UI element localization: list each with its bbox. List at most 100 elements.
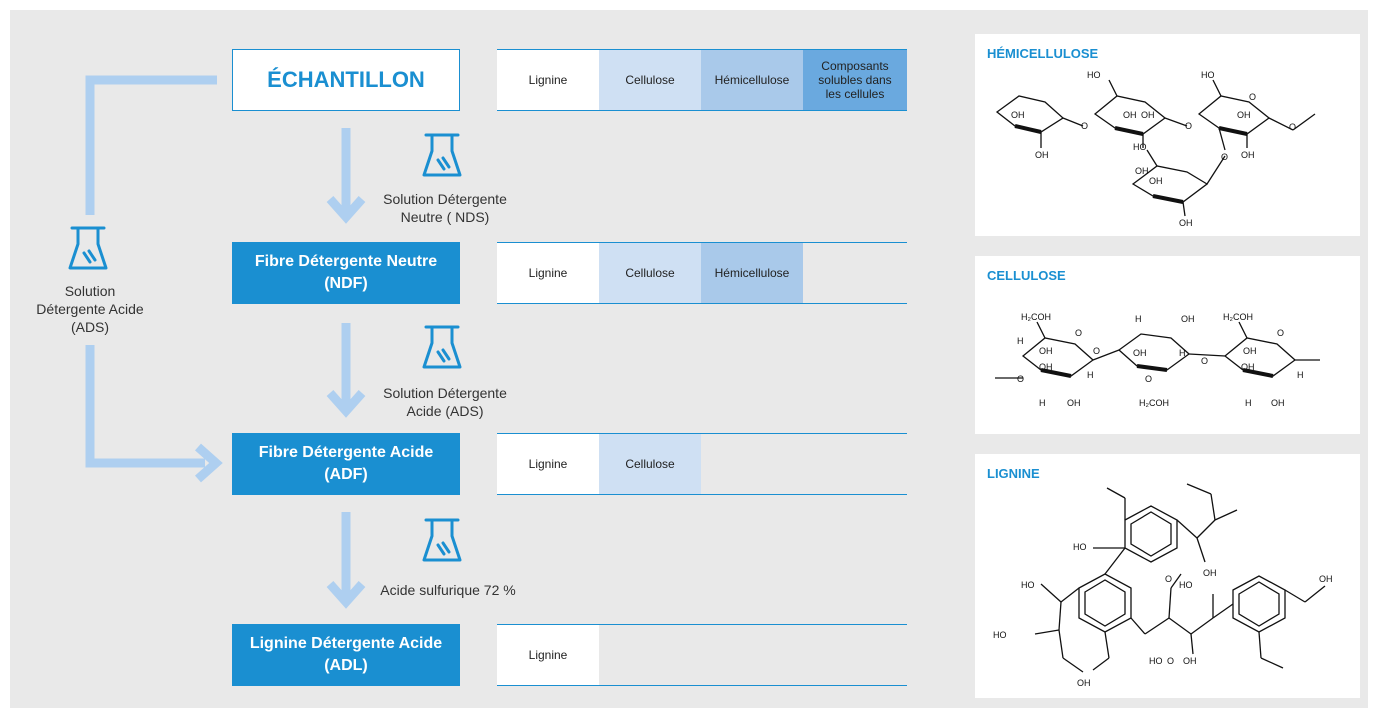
- hemicellulose-structure-drawing: OH OH O HO OH OH O HO O OH O OH O HO OH …: [995, 70, 1316, 228]
- stage-ndf-line-1: Fibre Détergente Neutre: [254, 253, 438, 270]
- hemi-atom-o-1: O: [1081, 121, 1088, 131]
- hemi-atom-oh-1: OH: [1011, 110, 1025, 120]
- cell-atom-h2coh-3: H₂COH: [1223, 312, 1253, 322]
- hemi-atom-oh-4: OH: [1141, 110, 1155, 120]
- stage-ndf: Fibre Détergente Neutre (NDF): [232, 242, 460, 304]
- stage-ndf-line-2: (NDF): [324, 275, 368, 292]
- side-reagent-line-3: (ADS): [70, 319, 110, 335]
- hemi-atom-oh-6: OH: [1241, 150, 1255, 160]
- composition-row-ndf: Lignine Cellulose Hémicellulose: [497, 242, 907, 304]
- cell-solubles: Composants solubles dans les cellules: [803, 50, 907, 110]
- lig-atom-oh-2: OH: [1077, 678, 1091, 688]
- cell-atom-o-2: O: [1017, 374, 1024, 384]
- side-connector-bottom: [85, 345, 205, 468]
- stage-sample-label: ÉCHANTILLON: [267, 67, 425, 92]
- reagent-nds-line-2: Neutre ( NDS): [400, 209, 490, 225]
- cellulose-structure-drawing: H₂COH O OH H OH O H OH H O H OH OH H O H…: [995, 312, 1320, 408]
- stage-adf: Fibre Détergente Acide (ADF): [232, 433, 460, 495]
- hemi-atom-oh-5: OH: [1237, 110, 1251, 120]
- lig-atom-ho-3: HO: [993, 630, 1007, 640]
- cell-cellulose: Cellulose: [599, 50, 701, 110]
- cell-atom-oh-3: OH: [1067, 398, 1081, 408]
- lig-atom-ho-1: HO: [1073, 542, 1087, 552]
- structure-panel-hemicellulose: HÉMICELLULOSE OH OH: [975, 34, 1360, 236]
- hemi-atom-oh-8: OH: [1149, 176, 1163, 186]
- lig-atom-o-1: O: [1167, 656, 1174, 666]
- cell-atom-oh-6: OH: [1243, 346, 1257, 356]
- cell-solubles-line-3: les cellules: [825, 87, 885, 101]
- cell-lignine: Lignine: [497, 625, 599, 685]
- reagent-nds-line-1: Solution Détergente: [383, 191, 507, 207]
- hemi-atom-ho-2: HO: [1201, 70, 1215, 80]
- cell-atom-oh-5: OH: [1133, 348, 1147, 358]
- structure-title-lignine: LIGNINE: [987, 466, 1040, 481]
- cell-atom-oh-7: OH: [1241, 362, 1255, 372]
- flask-icon-acid: [422, 518, 462, 562]
- reagent-nds-label: Solution Détergente Neutre ( NDS): [370, 190, 520, 226]
- side-reagent-label: Solution Détergente Acide (ADS): [20, 282, 160, 336]
- flask-icon-side: [68, 226, 108, 270]
- hemi-atom-o-2: O: [1185, 121, 1192, 131]
- cell-empty: [599, 625, 907, 685]
- cell-atom-h-1: H: [1017, 336, 1024, 346]
- arrow-head-3: [326, 581, 366, 609]
- cell-atom-h2coh-2: H₂COH: [1139, 398, 1169, 408]
- lignine-structure-drawing: HO OH HO HO OH O O HO HO OH OH: [993, 483, 1333, 688]
- cell-atom-oh-2: OH: [1039, 362, 1053, 372]
- side-reagent-line-2: Détergente Acide: [36, 301, 144, 317]
- reagent-acid-text: Acide sulfurique 72 %: [380, 582, 516, 598]
- cell-atom-o-5: O: [1201, 356, 1208, 366]
- stage-adl: Lignine Détergente Acide (ADL): [232, 624, 460, 686]
- flask-icon-ads: [422, 325, 462, 369]
- side-reagent-line-1: Solution: [64, 283, 116, 299]
- composition-row-adf: Lignine Cellulose: [497, 433, 907, 495]
- cell-atom-o-6: O: [1277, 328, 1284, 338]
- reagent-acid-label: Acide sulfurique 72 %: [368, 581, 528, 599]
- cell-cellulose: Cellulose: [599, 243, 701, 303]
- structure-panel-lignine: LIGNINE: [975, 454, 1360, 698]
- cell-lignine: Lignine: [497, 434, 599, 494]
- structure-panel-cellulose: CELLULOSE H₂COH O OH H OH O H OH H O: [975, 256, 1360, 434]
- reagent-ads-label: Solution Détergente Acide (ADS): [370, 384, 520, 420]
- cell-atom-h-6: H: [1245, 398, 1252, 408]
- hemi-atom-ho-1: HO: [1087, 70, 1101, 80]
- cell-atom-h-5: H: [1179, 348, 1186, 358]
- cell-solubles-line-2: solubles dans: [818, 73, 892, 87]
- arrow-head-2: [326, 390, 366, 418]
- cell-atom-h-4: H: [1135, 314, 1142, 324]
- lig-atom-o-2: O: [1165, 574, 1172, 584]
- cell-atom-o-1: O: [1075, 328, 1082, 338]
- cell-atom-h-3: H: [1087, 370, 1094, 380]
- lig-atom-ho-5: HO: [1149, 656, 1163, 666]
- cell-atom-o-4: O: [1145, 374, 1152, 384]
- structure-title-hemicellulose: HÉMICELLULOSE: [987, 46, 1099, 61]
- cell-atom-h2coh-1: H₂COH: [1021, 312, 1051, 322]
- cell-lignine: Lignine: [497, 50, 599, 110]
- cell-atom-oh-1: OH: [1039, 346, 1053, 356]
- structure-title-cellulose: CELLULOSE: [987, 268, 1066, 283]
- cell-atom-h-2: H: [1039, 398, 1046, 408]
- cell-hemicellulose: Hémicellulose: [701, 243, 803, 303]
- stage-adl-line-1: Lignine Détergente Acide: [249, 635, 443, 652]
- hemi-atom-o-4: O: [1289, 122, 1296, 132]
- composition-row-adl: Lignine: [497, 624, 907, 686]
- hemi-atom-oh-7: OH: [1135, 166, 1149, 176]
- hemi-atom-oh-9: OH: [1179, 218, 1193, 228]
- hemi-atom-o-5: O: [1221, 152, 1228, 162]
- composition-row-sample: Lignine Cellulose Hémicellulose Composan…: [497, 49, 907, 111]
- stage-sample: ÉCHANTILLON: [232, 49, 460, 111]
- reagent-ads-line-2: Acide (ADS): [406, 403, 484, 419]
- stage-adl-line-2: (ADL): [324, 657, 368, 674]
- cell-atom-oh-8: OH: [1271, 398, 1285, 408]
- cell-solubles-line-1: Composants: [821, 59, 889, 73]
- lig-atom-oh-3: OH: [1183, 656, 1197, 666]
- lig-atom-oh-4: OH: [1319, 574, 1333, 584]
- hemi-atom-ho-3: HO: [1133, 142, 1147, 152]
- cell-lignine: Lignine: [497, 243, 599, 303]
- arrow-head-side: [195, 443, 223, 483]
- cell-hemicellulose: Hémicellulose: [701, 50, 803, 110]
- lig-atom-oh-1: OH: [1203, 568, 1217, 578]
- cell-empty: [701, 434, 907, 494]
- arrow-head-1: [326, 196, 366, 224]
